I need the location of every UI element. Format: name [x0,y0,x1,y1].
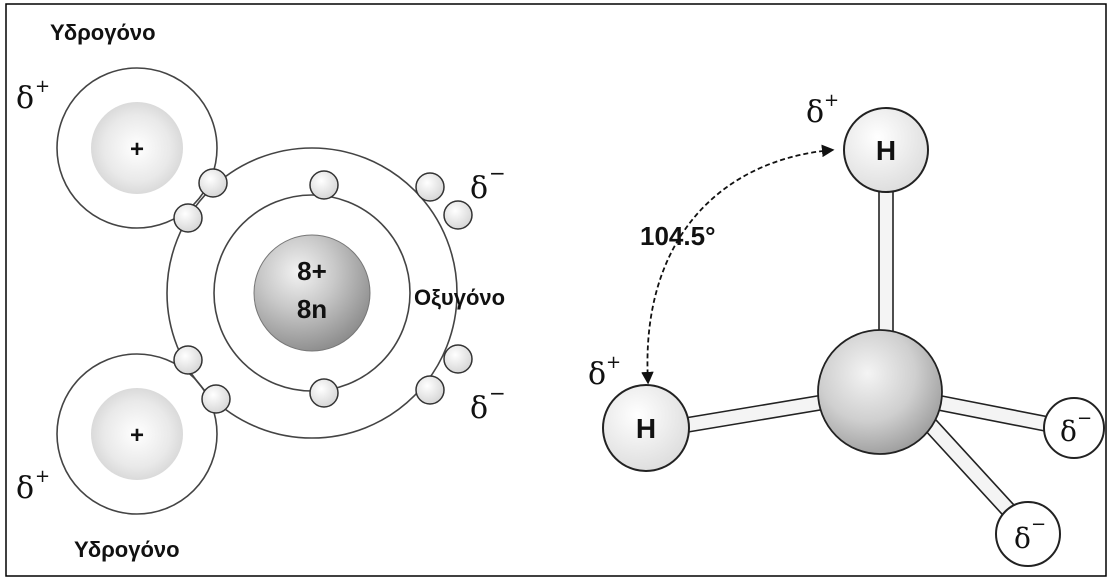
plus-sign: + [35,76,50,97]
bond-oh-left [684,393,833,433]
partial-charge-top-left: δ + [16,76,50,116]
hydrogen-top-nucleus [91,102,183,194]
hydrogen-left-symbol: H [636,413,656,444]
delta-symbol: δ [16,81,34,116]
partial-charge-top-right: δ − [470,161,506,206]
electron [201,384,231,414]
partial-charge-h-left: δ + [588,352,621,392]
partial-charge-lone-pair-bottom: δ − [1014,514,1046,555]
bond-oh-top [878,189,894,341]
bond-angle-arrow [641,144,835,385]
hydrogen-top-shell [56,67,218,229]
plus-sign: + [606,352,621,373]
lone-pair-ball-bottom [995,501,1061,567]
oxygen-atom-ball [817,329,943,455]
nucleus-neutron-label: 8n [297,294,327,324]
electron [443,200,473,230]
hydrogen-bottom-label: Υδρογόνο [74,537,180,562]
electron [309,170,339,200]
hydrogen-top-plus: + [130,136,144,163]
delta-symbol: δ [470,391,488,426]
bohr-model: 8+ 8n + + Υδρογόνο Υδρογόνο Οξυγόνο [16,20,506,562]
hydrogen-top-label: Υδρογόνο [50,20,156,45]
oxygen-label: Οξυγόνο [414,285,505,310]
delta-symbol: δ [16,471,34,506]
partial-charge-bottom-right: δ − [470,381,506,426]
plus-sign: + [824,90,839,111]
bond-angle-label: 104.5° [640,221,715,251]
figure-frame [5,3,1107,577]
hydrogen-atom-left [602,384,690,472]
electron [173,203,203,233]
partial-charge-lone-pair-right: δ − [1060,408,1092,448]
delta-symbol: δ [470,171,488,206]
bond-lone-pair-right [936,395,1056,433]
delta-symbol: δ [1060,415,1077,448]
hydrogen-bottom-plus: + [130,422,144,449]
nucleus-charge-label: 8+ [297,256,327,286]
electron [443,344,473,374]
electron [415,375,445,405]
minus-sign: − [489,161,506,185]
ball-and-stick-model: H H δ − δ − 104.5° δ + δ + [588,90,1105,567]
electron [415,172,445,202]
hydrogen-bottom-nucleus [91,388,183,480]
hydrogen-bottom-shell [56,353,218,515]
delta-symbol: δ [588,357,606,392]
partial-charge-bottom-left: δ + [16,466,50,506]
electrons [173,168,473,414]
minus-sign: − [1031,514,1046,535]
delta-symbol: δ [806,95,824,130]
oxygen-nucleus [253,234,371,352]
electron [309,378,339,408]
hydrogen-atom-top [843,107,929,193]
minus-sign: − [1077,408,1092,429]
delta-symbol: δ [1014,522,1031,555]
lone-pair-ball-right [1043,397,1105,459]
plus-sign: + [35,466,50,487]
oxygen-outer-shell [166,147,458,439]
partial-charge-h-top: δ + [806,90,839,130]
electron [173,345,203,375]
hydrogen-top-symbol: H [876,135,896,166]
electron [198,168,228,198]
minus-sign: − [489,381,506,405]
